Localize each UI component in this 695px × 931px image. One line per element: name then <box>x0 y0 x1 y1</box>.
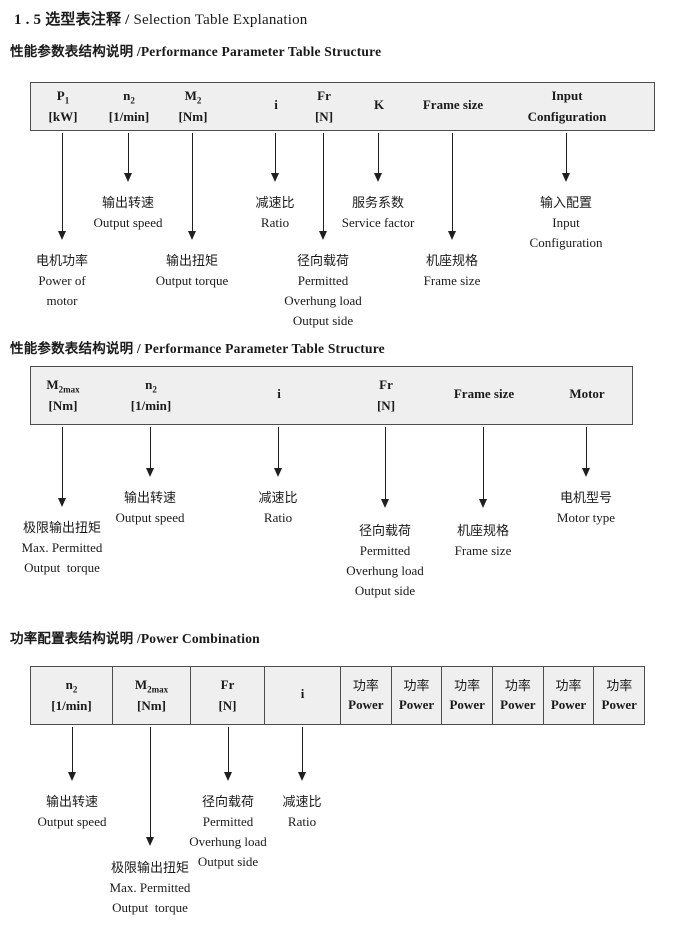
callout-s3-max-torque: 极限输出扭矩 Max. Permitted Output torque <box>109 860 191 915</box>
arrow-s3-i <box>298 727 306 781</box>
callout-s3-ratio: 减速比 Ratio <box>282 794 322 829</box>
table2-col-fr: Fr [N] <box>376 376 396 414</box>
table1-col-m2: M2 [Nm] <box>178 87 208 125</box>
table3-col-fr: Fr [N] <box>191 667 265 724</box>
callout-s2-overhung-load: 径向载荷 Permitted Overhung load Output side <box>346 523 424 598</box>
table3-col-i: i <box>265 667 341 724</box>
performance-table-2: M2max [Nm] n2 [1/min] i Fr [N] Frame siz… <box>30 366 633 425</box>
arrow-s3-n2 <box>68 727 76 781</box>
arrow-s1-input <box>562 133 570 182</box>
callout-s1-ratio: 减速比 Ratio <box>255 195 295 230</box>
page-title: 1 . 5 选型表注释 / Selection Table Explanatio… <box>14 8 308 29</box>
arrow-s1-frame-size <box>448 133 456 240</box>
table1-col-n2: n2 [1/min] <box>108 87 150 125</box>
callout-s2-ratio: 减速比 Ratio <box>258 490 298 525</box>
section2-heading: 性能参数表结构说明 / Performance Parameter Table … <box>10 341 385 356</box>
arrow-s1-p1 <box>58 133 66 240</box>
callout-s1-service-factor: 服务系数 Service factor <box>341 195 415 230</box>
table2-col-motor: Motor <box>569 386 605 402</box>
callout-s2-max-torque: 极限输出扭矩 Max. Permitted Output torque <box>21 520 103 575</box>
table3-col-power-2: 功率 Power <box>392 667 443 724</box>
callout-s1-frame-size: 机座规格 Frame size <box>423 253 481 288</box>
arrow-s1-m2 <box>188 133 196 240</box>
arrow-s2-m2max <box>58 427 66 507</box>
arrow-s2-frame-size <box>479 427 487 508</box>
table3-col-power-6: 功率 Power <box>601 678 637 712</box>
section3-heading: 功率配置表结构说明 /Power Combination <box>10 631 260 646</box>
table1-col-input-configuration: Input Configuration <box>527 87 607 125</box>
table1-col-fr: Fr [N] <box>314 87 334 125</box>
arrow-s1-i <box>271 133 279 182</box>
power-combination-table: n2 [1/min] M2max [Nm] Fr [N] i 功率 Power … <box>30 666 645 725</box>
callout-s2-output-speed: 输出转速 Output speed <box>115 490 185 525</box>
callout-s1-power-of-motor: 电机功率 Power of motor <box>35 253 89 308</box>
table3-col-n2: n2 [1/min] <box>31 667 113 724</box>
section1-heading: 性能参数表结构说明 /Performance Parameter Table S… <box>10 44 382 59</box>
table3-col-power-3: 功率 Power <box>442 667 494 724</box>
table3-col-power-5: 功率 Power <box>544 667 595 724</box>
arrow-s1-n2 <box>124 133 132 182</box>
table1-col-k: K <box>373 97 385 113</box>
callout-s3-output-speed: 输出转速 Output speed <box>37 794 107 829</box>
table3-col-power-1: 功率 Power <box>341 667 392 724</box>
callout-s1-output-speed: 输出转速 Output speed <box>93 195 163 230</box>
page-title-en: Selection Table Explanation <box>133 12 308 28</box>
arrow-s3-fr <box>224 727 232 781</box>
arrow-s2-fr <box>381 427 389 508</box>
table1-col-p1: P1 [kW] <box>48 87 78 125</box>
arrow-s2-i <box>274 427 282 477</box>
callout-s1-output-torque: 输出扭矩 Output torque <box>155 253 229 288</box>
table1-col-frame-size: Frame size <box>422 97 484 113</box>
arrow-s1-fr <box>319 133 327 240</box>
callout-s3-overhung-load: 径向载荷 Permitted Overhung load Output side <box>189 794 267 869</box>
table2-col-m2max: M2max [Nm] <box>46 376 80 414</box>
performance-table-1: P1 [kW] n2 [1/min] M2 [Nm] i Fr [N] K Fr… <box>30 82 655 131</box>
table2-col-n2: n2 [1/min] <box>130 376 172 414</box>
arrow-s3-m2max <box>146 727 154 846</box>
table2-col-frame-size: Frame size <box>453 386 515 402</box>
callout-s1-overhung-load: 径向载荷 Permitted Overhung load Output side <box>284 253 362 328</box>
page-title-zh: 1 . 5 选型表注释 / <box>14 12 130 28</box>
table3-col-m2max: M2max [Nm] <box>113 667 191 724</box>
table1-col-i: i <box>274 97 278 113</box>
table2-col-i: i <box>277 386 281 402</box>
callout-s1-input-config: 输入配置 Input Configuration <box>529 195 603 250</box>
arrow-s2-motor <box>582 427 590 477</box>
callout-s2-frame-size: 机座规格 Frame size <box>454 523 512 558</box>
callout-s2-motor-type: 电机型号 Motor type <box>556 490 616 525</box>
arrow-s1-k <box>374 133 382 182</box>
arrow-s2-n2 <box>146 427 154 477</box>
table3-col-power-4: 功率 Power <box>493 667 544 724</box>
